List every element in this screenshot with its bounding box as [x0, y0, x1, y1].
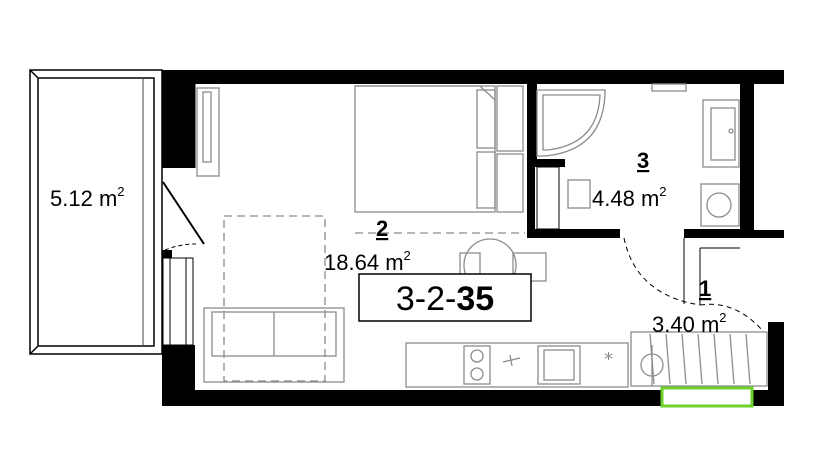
furniture	[196, 83, 768, 388]
balcony-outline	[29, 69, 163, 355]
bathroom-area-label: 4.48 m2	[592, 184, 667, 211]
walls	[162, 70, 784, 406]
west-wall-upper	[162, 70, 195, 168]
west-wall-stub	[162, 250, 172, 258]
kitchen-counter	[405, 342, 629, 388]
bath-wall-west	[527, 84, 537, 159]
bath-wall-south	[527, 229, 620, 238]
unit-code-label: 3-2-35	[396, 280, 494, 318]
hallway-area-label: 3.40 m2	[652, 310, 727, 337]
bed	[354, 85, 524, 213]
duct-box	[536, 166, 560, 230]
north-wall	[162, 70, 784, 84]
wall-outlines	[194, 84, 740, 249]
bath-wall-west-lower	[527, 159, 535, 237]
tv-area	[223, 215, 326, 382]
asterisk-icon: *	[604, 349, 613, 370]
balcony-area-label: 5.12 m2	[50, 184, 125, 211]
hall-wardrobe	[630, 331, 768, 387]
west-wall-lower	[162, 345, 195, 406]
wardrobe	[196, 87, 220, 177]
living-area-label: 18.64 m2	[324, 248, 411, 275]
bath-wall-mid	[527, 159, 565, 167]
hallway-number-label: 1	[699, 276, 711, 301]
door-swings	[623, 237, 763, 331]
unit-code-box: 3-2-35	[358, 273, 532, 322]
entrance	[660, 386, 754, 408]
balcony-inner	[37, 77, 155, 347]
east-wall-corner	[752, 230, 784, 238]
east-wall-upper	[740, 70, 754, 238]
east-wall-lower	[768, 322, 784, 406]
balcony	[29, 69, 163, 355]
sofa	[203, 307, 345, 383]
living-number-label: 2	[376, 216, 388, 241]
bath-wall-south-east	[684, 229, 744, 238]
bathroom-number-label: 3	[637, 148, 649, 173]
bathroom-fixtures	[536, 83, 740, 227]
balcony-door	[162, 181, 205, 346]
south-wall	[162, 390, 784, 406]
